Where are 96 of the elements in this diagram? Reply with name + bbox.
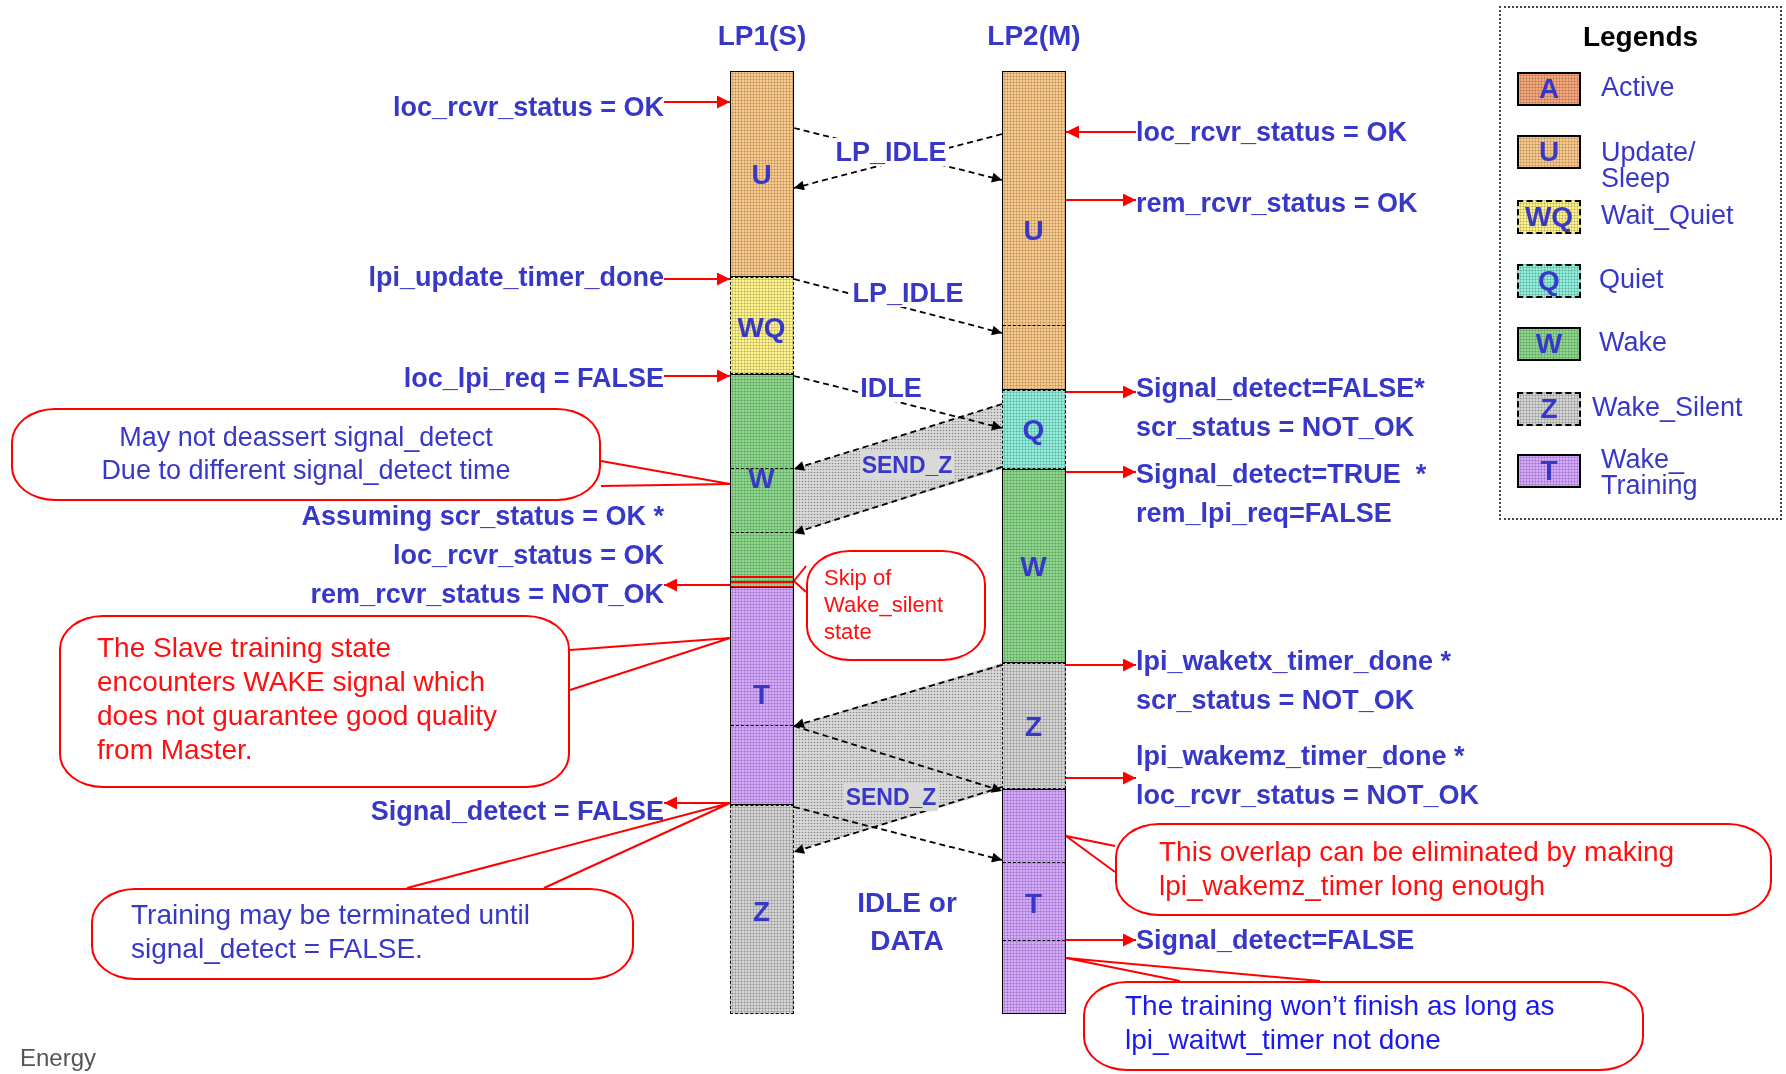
callout-text: The Slave training state encounters WAKE signal which does not guarantee good quality from Master. [97,631,499,767]
callout-text: The training won’t finish as long as lpi_waitwt_timer not done [1125,989,1556,1057]
legend-text: Quiet [1599,263,1664,296]
swatch-letter: U [1537,137,1561,167]
state-segment [730,277,794,374]
signal-annotation: rem_rcvr_status = NOT_OK [309,578,664,611]
edge-label: SEND_Z [843,783,939,811]
edge-label: LP_IDLE [833,138,949,166]
message-arrow [793,466,1003,535]
state-letter: U [750,158,773,192]
callout-bubble [806,550,986,661]
legend-text: Wake [1599,326,1667,359]
signal-annotation: lpi_update_timer_done [368,261,664,294]
callout-pointer [1065,957,1321,982]
callout-bubble [59,615,570,788]
signal-arrow [1065,771,1137,785]
message-arrow [793,725,1003,793]
signal-arrow [1065,385,1137,399]
signal-annotation: Assuming scr_status = OK * [301,500,664,533]
lane-heading: LP1(S) [716,19,808,53]
swatch-letter: A [1537,74,1561,104]
callout-bubble [1083,981,1644,1071]
signal-arrow [1065,193,1137,207]
callout-text: Due to different signal_detect time [100,454,512,487]
signal-annotation: loc_rcvr_status = OK [392,539,664,572]
state-letter: W [1019,550,1048,584]
state-segment [1002,390,1066,469]
signal-annotation: rem_lpi_req=FALSE [1136,497,1393,530]
message-arrow [793,403,1003,471]
signal-arrow [1065,125,1137,139]
callout-text: Skip of Wake_silent state [824,564,944,645]
legend-title: Legends [1581,20,1700,54]
state-letter: U [1022,214,1045,248]
legend-text: Wait_Quiet [1601,199,1734,232]
callout-pointer [600,460,731,487]
callout-pointer [569,637,731,691]
message-arrow [793,786,1003,854]
state-segment [730,587,794,805]
signal-arrow [663,272,731,286]
state-segment [730,805,794,1014]
legend-text: Wake_ Training [1601,446,1699,498]
signal-annotation: scr_status = NOT_OK [1136,684,1416,717]
signal-arrow [1065,658,1137,672]
swatch-letter: Q [1537,266,1561,296]
edge-label: SEND_Z [859,451,955,479]
state-segment [1002,469,1066,663]
swatch-letter: WQ [1523,202,1575,232]
state-letter: Q [1021,413,1046,447]
state-letter: T [1023,887,1044,921]
signal-annotation: loc_lpi_req = FALSE [403,362,664,395]
signal-annotation: loc_rcvr_status = NOT_OK [1136,779,1479,812]
signal-annotation: rem_rcvr_status = OK [1136,187,1418,220]
signal-arrow [663,369,731,383]
swatch-letter: Z [1539,394,1559,424]
signal-arrow [1065,465,1137,479]
swatch-letter: W [1534,329,1564,359]
callout-bubble [1115,823,1772,916]
message-arrow [793,664,1003,728]
signal-arrow [1065,933,1137,947]
signal-annotation: Signal_detect=FALSE* [1136,372,1425,405]
signal-arrow [663,796,731,810]
callout-text: May not deassert signal_detect [118,421,494,454]
signal-annotation: Signal_detect=FALSE [1136,924,1415,957]
signal-annotation: loc_rcvr_status = OK [1136,116,1407,149]
state-letter: Z [1023,710,1044,744]
state-letter: WQ [736,311,787,345]
swatch-letter: T [1539,456,1559,486]
lane-heading: LP2(M) [986,19,1082,53]
footer-text: Energy [20,1044,97,1072]
callout-bubble [91,888,634,980]
state-segment [730,71,794,277]
callout-pointer [1065,835,1116,873]
callout-text: This overlap can be eliminated by making lpi_wakemz_timer long enough [1159,835,1676,903]
callout-bubble [11,408,601,501]
signal-arrow [663,95,731,109]
state-letter: Z [751,895,772,929]
state-segment [1002,663,1066,789]
state-note: IDLE or DATA [856,886,958,958]
signal-annotation: Signal_detect = FALSE [370,795,664,828]
legend-text: Wake_Silent [1592,391,1743,424]
signal-annotation: Signal_detect=TRUE * [1136,458,1427,491]
callout-text: Training may be terminated until signal_detect = FALSE. [131,898,531,966]
callout-pointer [406,802,731,889]
callout-pointer [793,565,807,593]
state-letter: W [747,462,776,496]
state-segment [1002,789,1066,1014]
signal-annotation: scr_status = NOT_OK [1136,411,1416,444]
signal-annotation: loc_rcvr_status = OK [393,91,664,124]
signal-arrow [663,578,731,592]
legend-text: Update/ Sleep [1601,139,1697,191]
signal-annotation: lpi_wakemz_timer_done * [1136,740,1466,773]
state-letter: T [751,678,772,712]
legend-text: Active [1601,71,1675,104]
signal-annotation: lpi_waketx_timer_done * [1136,645,1452,678]
state-segment [1002,71,1066,390]
state-segment [730,374,794,587]
